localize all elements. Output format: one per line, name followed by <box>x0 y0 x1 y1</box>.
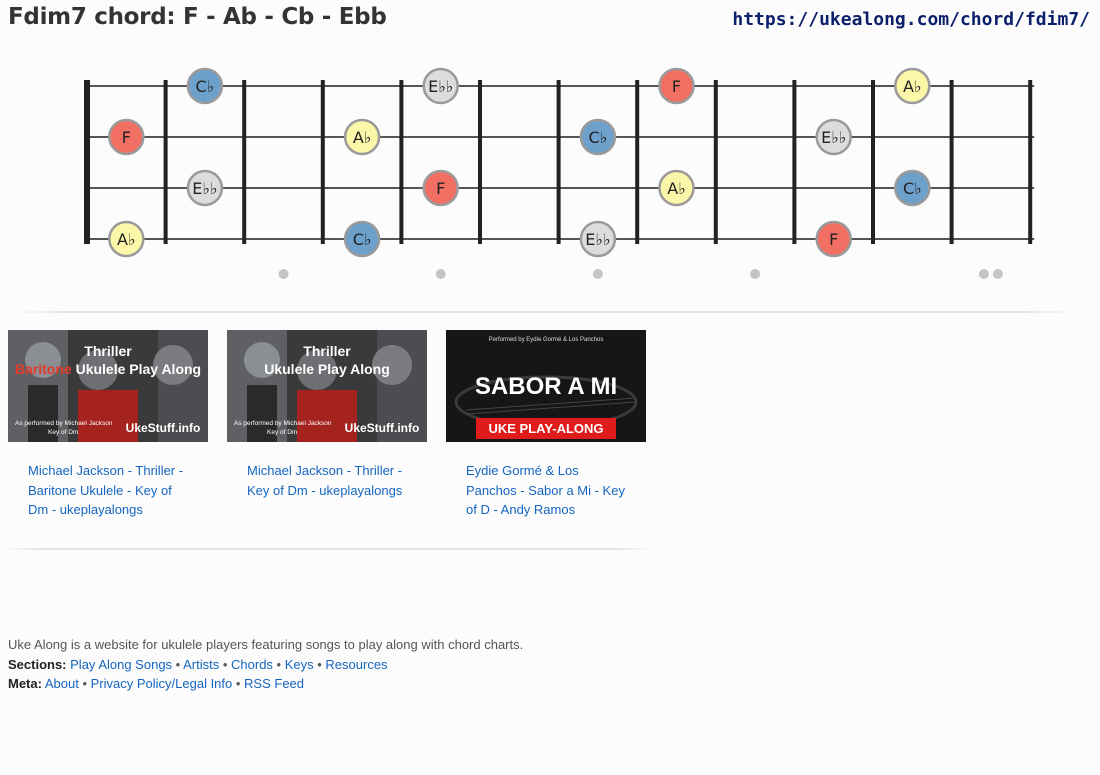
thumb-brand: UkeStuff.info <box>126 421 201 435</box>
video-link[interactable]: Eydie Gormé & Los Panchos - Sabor a Mi -… <box>466 463 625 517</box>
note-marker-ebb: E♭♭ <box>579 220 617 258</box>
video-thumbnail[interactable]: Thriller Ukulele Play Along As performed… <box>227 330 427 442</box>
thumb-title: Thriller <box>84 343 132 359</box>
video-card: Performed by Eydie Gormé & Los Panchos S… <box>446 330 646 517</box>
footer-link-play-along-songs[interactable]: Play Along Songs <box>70 656 173 672</box>
thumb-title: SABOR A MI <box>475 373 617 400</box>
thumb-key: Key of Dm <box>267 429 297 436</box>
video-thumbnail[interactable]: Thriller Baritone Ukulele Play Along As … <box>8 330 208 442</box>
footer-link-about[interactable]: About <box>44 676 79 691</box>
note-circle <box>422 169 459 207</box>
thumb-performer: Performed by Eydie Gormé & Los Panchos <box>489 337 604 343</box>
footer-link-rss[interactable]: RSS Feed <box>244 676 305 691</box>
thumb-banner: UKE PLAY-ALONG <box>488 421 603 436</box>
note-marker-f: F <box>108 118 145 156</box>
note-marker-ab: A♭ <box>894 67 931 105</box>
note-label: A♭ <box>667 179 686 198</box>
note-marker-ab: A♭ <box>343 118 381 156</box>
note-marker-ebb: E♭♭ <box>186 169 224 207</box>
note-marker-ab: A♭ <box>108 220 145 258</box>
note-label: E♭♭ <box>821 128 846 147</box>
note-marker-cb: C♭ <box>894 169 931 207</box>
note-marker-f: F <box>422 169 459 207</box>
note-circle <box>658 169 695 207</box>
divider-top <box>10 311 1080 313</box>
page-title: Fdim7 chord: F - Ab - Cb - Ebb <box>8 4 387 30</box>
note-label: A♭ <box>353 128 372 147</box>
note-circle <box>894 169 931 207</box>
note-label: C♭ <box>589 128 608 147</box>
note-circle <box>422 67 459 105</box>
footer-sections: Sections: Play Along Songs • Artists • C… <box>8 656 388 672</box>
note-circle <box>894 67 931 105</box>
note-circle <box>186 67 224 105</box>
footer-link-privacy[interactable]: Privacy Policy/Legal Info <box>90 676 233 691</box>
footer-link-artists[interactable]: Artists <box>183 656 220 672</box>
video-link[interactable]: Michael Jackson - Thriller - Key of Dm -… <box>247 463 403 498</box>
thumb-brand: UkeStuff.info <box>345 421 420 435</box>
inlay-dot <box>592 269 603 279</box>
divider-cards <box>3 548 653 550</box>
note-label: F <box>436 179 445 198</box>
video-thumbnail[interactable]: Performed by Eydie Gormé & Los Panchos S… <box>446 330 646 442</box>
inlay-dot <box>978 269 989 279</box>
footer-link-chords[interactable]: Chords <box>231 656 273 672</box>
note-circle <box>815 220 852 258</box>
video-link[interactable]: Michael Jackson - Thriller - Baritone Uk… <box>28 463 184 517</box>
note-label: F <box>672 77 681 96</box>
note-label: A♭ <box>903 77 922 96</box>
video-card: Thriller Baritone Ukulele Play Along As … <box>8 330 208 517</box>
fret-inlay-markers <box>278 269 1003 279</box>
thumb-credit: As performed by Michael Jackson <box>15 420 113 427</box>
inlay-dot <box>992 269 1003 279</box>
video-card: Thriller Ukulele Play Along As performed… <box>227 330 427 498</box>
note-label: E♭♭ <box>192 179 217 198</box>
page-url-link[interactable]: https://ukealong.com/chord/fdim7/ <box>732 9 1090 30</box>
note-marker-ebb: E♭♭ <box>422 67 459 105</box>
note-circle <box>343 118 381 156</box>
note-circle <box>815 118 852 156</box>
note-marker-f: F <box>815 220 852 258</box>
note-label: C♭ <box>353 230 372 249</box>
note-label: E♭♭ <box>585 230 610 249</box>
footer-about: Uke Along is a website for ukulele playe… <box>8 637 524 652</box>
note-label: F <box>122 128 131 147</box>
note-circle <box>108 118 145 156</box>
note-label: C♭ <box>196 77 215 96</box>
note-marker-cb: C♭ <box>579 118 617 156</box>
note-marker-cb: C♭ <box>343 220 381 258</box>
note-label: F <box>829 230 838 249</box>
note-label: E♭♭ <box>428 77 453 96</box>
inlay-dot <box>278 269 289 279</box>
note-label: A♭ <box>117 230 136 249</box>
thumb-subtitle: Baritone Ukulele Play Along <box>15 361 201 377</box>
chord-note-markers: C♭ E♭♭ F A♭ F A♭ C♭ E♭♭ E♭♭ F A♭ C♭ A♭ C♭ E♭♭ F <box>108 67 931 258</box>
thumb-subtitle: Ukulele Play Along <box>264 361 390 377</box>
note-circle <box>579 118 617 156</box>
note-circle <box>658 67 695 105</box>
footer-link-resources[interactable]: Resources <box>325 656 388 672</box>
note-circle <box>108 220 145 258</box>
meta-label: Meta: <box>8 676 42 691</box>
note-marker-f: F <box>658 67 695 105</box>
note-marker-ab: A♭ <box>658 169 695 207</box>
note-label: C♭ <box>903 179 922 198</box>
note-marker-cb: C♭ <box>186 67 224 105</box>
inlay-dot <box>750 269 761 279</box>
thumb-key: Key of Dm <box>48 429 78 436</box>
note-circle <box>579 220 617 258</box>
fretboard-diagram: C♭ E♭♭ F A♭ F A♭ C♭ E♭♭ E♭♭ F A♭ C♭ A♭ C♭ E♭♭ F <box>84 67 1035 279</box>
footer-meta: Meta: About • Privacy Policy/Legal Info … <box>8 676 305 691</box>
site-footer: Uke Along is a website for ukulele playe… <box>8 635 523 694</box>
note-marker-ebb: E♭♭ <box>815 118 852 156</box>
note-circle <box>186 169 224 207</box>
sections-label: Sections: <box>8 656 67 672</box>
thumb-credit: As performed by Michael Jackson <box>234 420 332 427</box>
note-circle <box>343 220 381 258</box>
fretboard-lines <box>84 80 1035 244</box>
inlay-dot <box>435 269 446 279</box>
thumb-title: Thriller <box>303 343 351 359</box>
footer-link-keys[interactable]: Keys <box>284 656 314 672</box>
